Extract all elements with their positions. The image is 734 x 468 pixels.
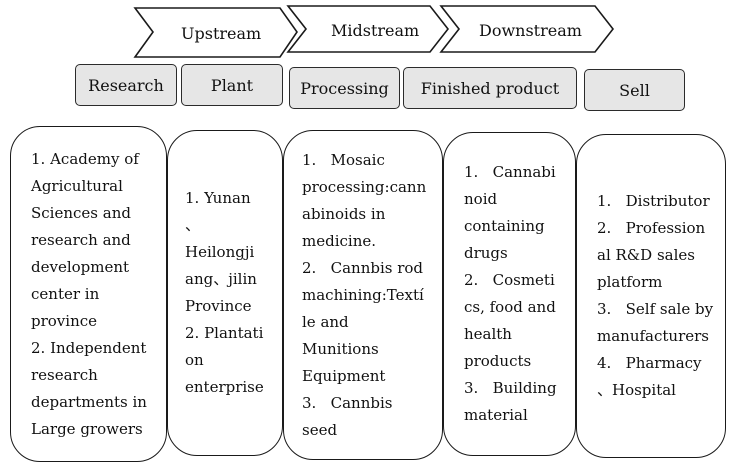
card-line: province xyxy=(31,311,98,330)
card-line: 、Hospital xyxy=(597,381,676,399)
category-processing: Processing xyxy=(289,67,400,109)
card-line: Large growers xyxy=(31,419,143,438)
card-line: le and xyxy=(302,312,349,331)
card-line: departments in xyxy=(31,392,147,411)
card-line: 4. Pharmacy xyxy=(597,354,702,372)
card-line: medicine. xyxy=(302,231,377,250)
card-line: Agricultural xyxy=(31,176,123,195)
card-line: 3. Self sale by xyxy=(597,300,714,318)
card-line: material xyxy=(464,406,528,424)
card-line: 3. Building xyxy=(464,379,557,397)
card-line: development xyxy=(31,257,130,276)
card-line: 1. Distributor xyxy=(597,192,710,210)
card-line: products xyxy=(464,352,532,370)
card-line: manufacturers xyxy=(597,327,709,345)
card-research: 1. Academy of Agricultural Sciences and … xyxy=(10,126,167,462)
card-plant: 1. Yunan 、 Heilongji ang、jilin Province … xyxy=(167,130,283,456)
card-processing: 1. Mosaic processing:cann abinoids in me… xyxy=(283,130,443,460)
card-line: drugs xyxy=(464,244,508,262)
card-line: noid xyxy=(464,190,498,208)
stage-arrows xyxy=(133,5,615,58)
category-finished-product: Finished product xyxy=(403,67,577,109)
card-line: 2. Cannbis rod xyxy=(302,258,424,277)
card-line: al R&D sales xyxy=(597,246,695,264)
card-line: Province xyxy=(185,297,252,315)
card-line: Heilongji xyxy=(185,243,255,261)
card-line: containing xyxy=(464,217,545,235)
card-line: 、 xyxy=(185,216,201,234)
card-line: 3. Cannbis xyxy=(302,393,393,412)
card-line: seed xyxy=(302,420,338,439)
card-line: 2. Cosmeti xyxy=(464,271,555,289)
card-line: 1. Cannabi xyxy=(464,163,556,181)
card-line: Sciences and xyxy=(31,203,131,222)
stage-arrow-midstream xyxy=(286,5,450,53)
card-line: research and xyxy=(31,230,131,249)
card-line: enterprise xyxy=(185,378,264,396)
card-line: research xyxy=(31,365,98,384)
category-research: Research xyxy=(75,64,177,106)
card-line: machining:Textí xyxy=(302,285,424,304)
card-line: 1. Mosaic xyxy=(302,150,385,169)
card-line: center in xyxy=(31,284,100,303)
card-line: on xyxy=(185,351,204,369)
card-finished-product: 1. Cannabi noid containing drugs 2. Cosm… xyxy=(443,132,576,456)
stage-label-downstream: Downstream xyxy=(479,21,582,40)
stage-label-midstream: Midstream xyxy=(331,21,420,40)
card-line: cs, food and xyxy=(464,298,556,316)
card-line: health xyxy=(464,325,512,343)
card-line: Munitions xyxy=(302,339,379,358)
card-line: 2. Profession xyxy=(597,219,706,237)
card-line: ang、jilin xyxy=(185,270,257,288)
card-line: 2. Independent xyxy=(31,338,147,357)
category-sell: Sell xyxy=(584,69,685,111)
stage-arrow-upstream xyxy=(133,7,298,58)
card-line: Equipment xyxy=(302,366,386,385)
card-line: 2. Plantati xyxy=(185,324,264,342)
card-line: 1. Academy of xyxy=(31,149,139,168)
card-line: 1. Yunan xyxy=(185,189,251,207)
card-line: processing:cann xyxy=(302,177,427,196)
stage-arrow-downstream xyxy=(439,5,615,53)
card-sell: 1. Distributor 2. Profession al R&D sale… xyxy=(576,134,726,458)
card-line: platform xyxy=(597,273,663,291)
stage-label-upstream: Upstream xyxy=(181,24,262,43)
category-plant: Plant xyxy=(181,64,283,106)
card-line: abinoids in xyxy=(302,204,386,223)
